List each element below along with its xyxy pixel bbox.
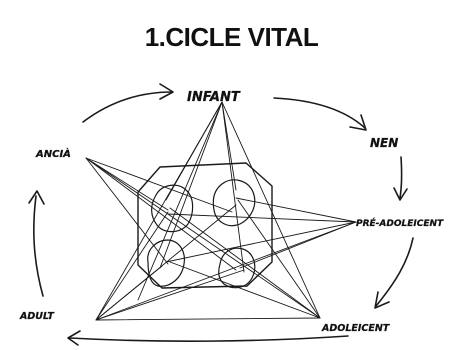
arrow-ancia-to-infant [83, 84, 173, 122]
stage-label-adolescent: ADOLEICENT [321, 323, 391, 334]
hatched-blob-top-left [152, 185, 193, 231]
stage-label-adult: ADULT [19, 311, 55, 322]
stage-label-ancia: ANCIÀ [35, 146, 71, 160]
stage-label-pre-adolescent: PRÉ-ADOLEICENT [356, 217, 444, 229]
stage-label-nen: NEN [370, 136, 398, 150]
hatched-blob-bottom-right [219, 248, 255, 287]
cycle-arrows [29, 84, 413, 345]
arrow-infant-to-nen [274, 98, 366, 130]
arrow-adult-to-ancia [29, 191, 44, 296]
arrow-adolescent-to-adult [68, 331, 348, 345]
arrow-pre-adolescent-to-adolescent [375, 238, 413, 308]
stage-label-infant: INFANT [187, 90, 241, 105]
arrow-nen-to-pre-adolescent [394, 157, 407, 200]
